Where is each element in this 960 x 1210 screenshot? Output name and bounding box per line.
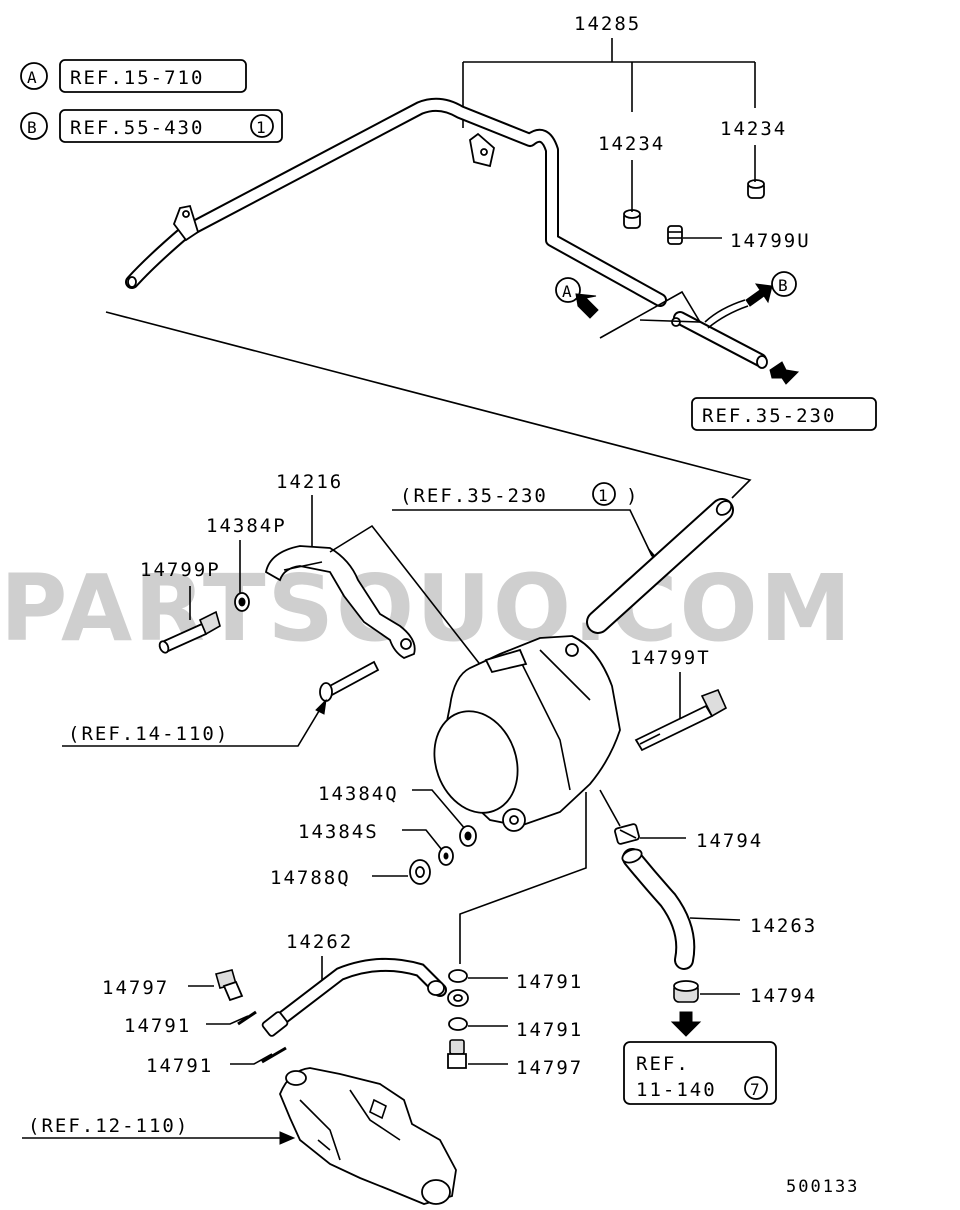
washer-14384q[interactable] xyxy=(459,825,477,847)
svg-text:B: B xyxy=(27,118,37,137)
footer-code: 500133 xyxy=(786,1177,859,1197)
bolt-14797-a[interactable] xyxy=(215,969,244,1002)
callout-b-marker[interactable]: B xyxy=(745,271,797,307)
water-housing[interactable] xyxy=(279,1067,457,1205)
callout-a-marker[interactable]: A xyxy=(555,277,599,319)
part-label-14799p[interactable]: 14799P xyxy=(140,559,221,581)
part-label-14384s[interactable]: 14384S xyxy=(298,821,379,843)
part-label-14799u[interactable]: 14799U xyxy=(730,230,811,252)
svg-text:REF.15-710: REF.15-710 xyxy=(70,67,204,89)
ref-35-230-box[interactable]: REF.35-230 xyxy=(691,397,877,431)
bracket-14216[interactable] xyxy=(264,545,416,660)
hose-35-230 xyxy=(586,498,734,634)
cap-14234-b[interactable] xyxy=(747,179,765,199)
alternator[interactable] xyxy=(421,635,621,832)
connector-line xyxy=(105,311,752,499)
svg-text:REF.55-430: REF.55-430 xyxy=(70,117,204,139)
part-label-14384q[interactable]: 14384Q xyxy=(318,783,399,805)
part-label-14791-c[interactable]: 14791 xyxy=(516,971,583,993)
arrow-ref-11-140 xyxy=(670,1011,702,1037)
bolt-14799u[interactable] xyxy=(667,225,683,245)
watermark: PARTSOUQ.COM xyxy=(0,555,853,662)
part-label-14799t[interactable]: 14799T xyxy=(630,647,711,669)
part-label-14262[interactable]: 14262 xyxy=(286,931,353,953)
part-label-14234-a[interactable]: 14234 xyxy=(598,133,665,155)
legend-a[interactable]: A REF.15-710 xyxy=(20,59,247,93)
part-label-14791-b[interactable]: 14791 xyxy=(146,1055,213,1077)
svg-text:7: 7 xyxy=(750,1080,760,1099)
svg-text:A: A xyxy=(27,68,37,87)
ref-12-110[interactable]: (REF.12-110) xyxy=(28,1115,189,1137)
ref-14-110[interactable]: (REF.14-110) xyxy=(68,723,229,745)
part-label-14216[interactable]: 14216 xyxy=(276,471,343,493)
washer-14791-d[interactable] xyxy=(448,1017,468,1031)
part-label-14794-b[interactable]: 14794 xyxy=(750,985,817,1007)
svg-text:REF.35-230: REF.35-230 xyxy=(702,405,836,427)
cap-14234-a[interactable] xyxy=(623,209,641,229)
clamp-14794-a[interactable] xyxy=(614,823,640,845)
part-label-14797-b[interactable]: 14797 xyxy=(516,1057,583,1079)
part-label-14788q[interactable]: 14788Q xyxy=(270,867,351,889)
bolt-14799t[interactable] xyxy=(634,688,728,752)
ref-11-140-box[interactable]: REF. 11-140 7 xyxy=(623,1041,777,1105)
part-label-14285[interactable]: 14285 xyxy=(574,13,641,35)
part-label-14234-b[interactable]: 14234 xyxy=(720,118,787,140)
washer-14384p[interactable] xyxy=(234,592,250,612)
svg-text:1: 1 xyxy=(598,486,608,505)
part-label-14794-a[interactable]: 14794 xyxy=(696,830,763,852)
bolt-14799p[interactable] xyxy=(158,610,221,654)
part-label-14797-a[interactable]: 14797 xyxy=(102,977,169,999)
svg-text:11-140: 11-140 xyxy=(636,1079,717,1101)
part-label-14791-a[interactable]: 14791 xyxy=(124,1015,191,1037)
svg-text:REF.: REF. xyxy=(636,1053,690,1075)
stud-14-110 xyxy=(319,660,380,702)
detail-wedge xyxy=(599,290,702,339)
legend-b[interactable]: B REF.55-430 1 xyxy=(20,109,283,143)
pipe-14262[interactable] xyxy=(261,957,469,1037)
part-label-14791-d[interactable]: 14791 xyxy=(516,1019,583,1041)
hose-14263[interactable] xyxy=(621,847,696,970)
svg-text:(REF.35-230: (REF.35-230 xyxy=(400,485,548,507)
bolt-14797-b[interactable] xyxy=(447,1039,467,1069)
clamp-14794-b[interactable] xyxy=(673,980,699,1003)
washer-14384s[interactable] xyxy=(438,846,454,866)
svg-text:1: 1 xyxy=(256,118,266,137)
part-label-14263[interactable]: 14263 xyxy=(750,915,817,937)
arrow-ref-35-230 xyxy=(769,361,800,385)
washer-14791-c[interactable] xyxy=(448,969,468,983)
leader-14285 xyxy=(462,38,756,128)
svg-text:A: A xyxy=(562,282,572,301)
pipe-14285 xyxy=(125,97,768,369)
part-label-14384p[interactable]: 14384P xyxy=(206,515,287,537)
nut-14788q[interactable] xyxy=(409,859,431,885)
svg-text:B: B xyxy=(778,276,788,295)
svg-text:): ) xyxy=(626,485,639,507)
ref-35-230-paren[interactable]: (REF.35-230 1 ) xyxy=(400,482,639,507)
